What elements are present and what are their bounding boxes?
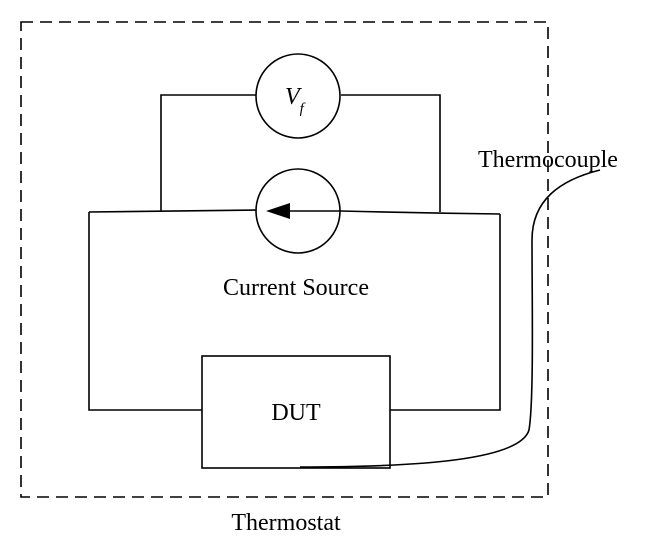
thermocouple-wire [299, 169, 601, 468]
main-loop-top-wire [88, 209, 501, 215]
main-loop-right-wire [390, 214, 501, 411]
dut-box [201, 355, 391, 469]
thermostat-label: Thermostat [231, 510, 341, 536]
current-source-arrow-icon [266, 203, 290, 219]
voltmeter-wire-left [160, 94, 257, 212]
voltmeter [255, 53, 341, 139]
thermocouple-label: Thermocouple [478, 147, 618, 173]
current-source-label: Current Source [223, 275, 369, 301]
dut-label: DUT [271, 400, 321, 426]
thermostat-boundary [20, 21, 549, 498]
voltmeter-wire-right [341, 94, 441, 212]
voltmeter-label: Vf [285, 84, 306, 117]
main-loop-left-wire [88, 212, 202, 411]
